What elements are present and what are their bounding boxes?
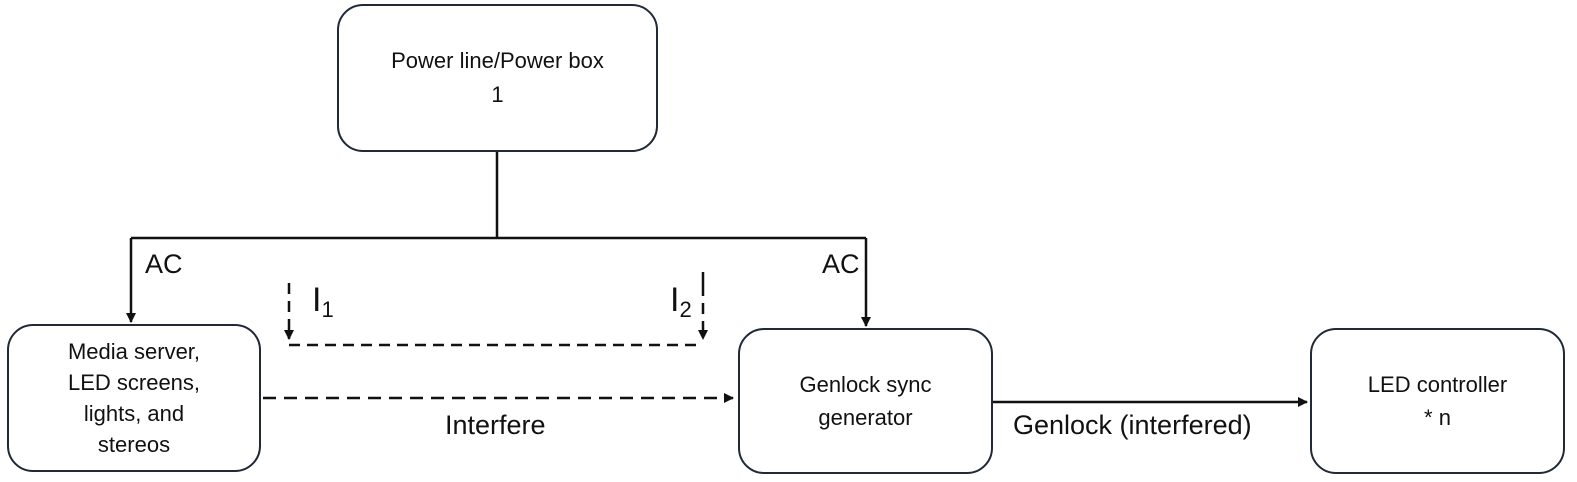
current-i1-symbol: I — [312, 281, 322, 319]
current-i2-label: I2 — [670, 281, 692, 323]
ac-right-label: AC — [822, 249, 860, 279]
power-box-title: Power line/Power box — [391, 48, 604, 73]
power-box-node: Power line/Power box 1 — [337, 4, 658, 152]
genlock-generator-node: Genlock sync generator — [738, 328, 993, 474]
media-server-line-4: stereos — [97, 432, 171, 457]
current-i1-label: I1 — [312, 281, 334, 323]
genlock-generator-line-1: Genlock sync — [799, 372, 932, 397]
current-i1-index: 1 — [321, 297, 334, 322]
interfere-label: Interfere — [445, 410, 546, 440]
genlock-output-label: Genlock (interfered) — [1013, 410, 1252, 440]
genlock-generator-line-2: generator — [818, 405, 913, 430]
ac-left-label: AC — [145, 249, 183, 279]
media-server-node: Media server, LED screens, lights, and s… — [7, 324, 261, 472]
current-i2-symbol: I — [670, 281, 680, 319]
current-i2-index: 2 — [679, 297, 692, 322]
media-server-line-2: LED screens, — [67, 370, 201, 395]
led-controller-line-1: LED controller — [1367, 372, 1508, 397]
power-box-count: 1 — [491, 82, 504, 107]
media-server-line-1: Media server, — [67, 339, 201, 364]
led-controller-node: LED controller * n — [1310, 328, 1565, 474]
led-controller-line-2: * n — [1424, 405, 1451, 430]
media-server-line-3: lights, and — [83, 401, 185, 426]
